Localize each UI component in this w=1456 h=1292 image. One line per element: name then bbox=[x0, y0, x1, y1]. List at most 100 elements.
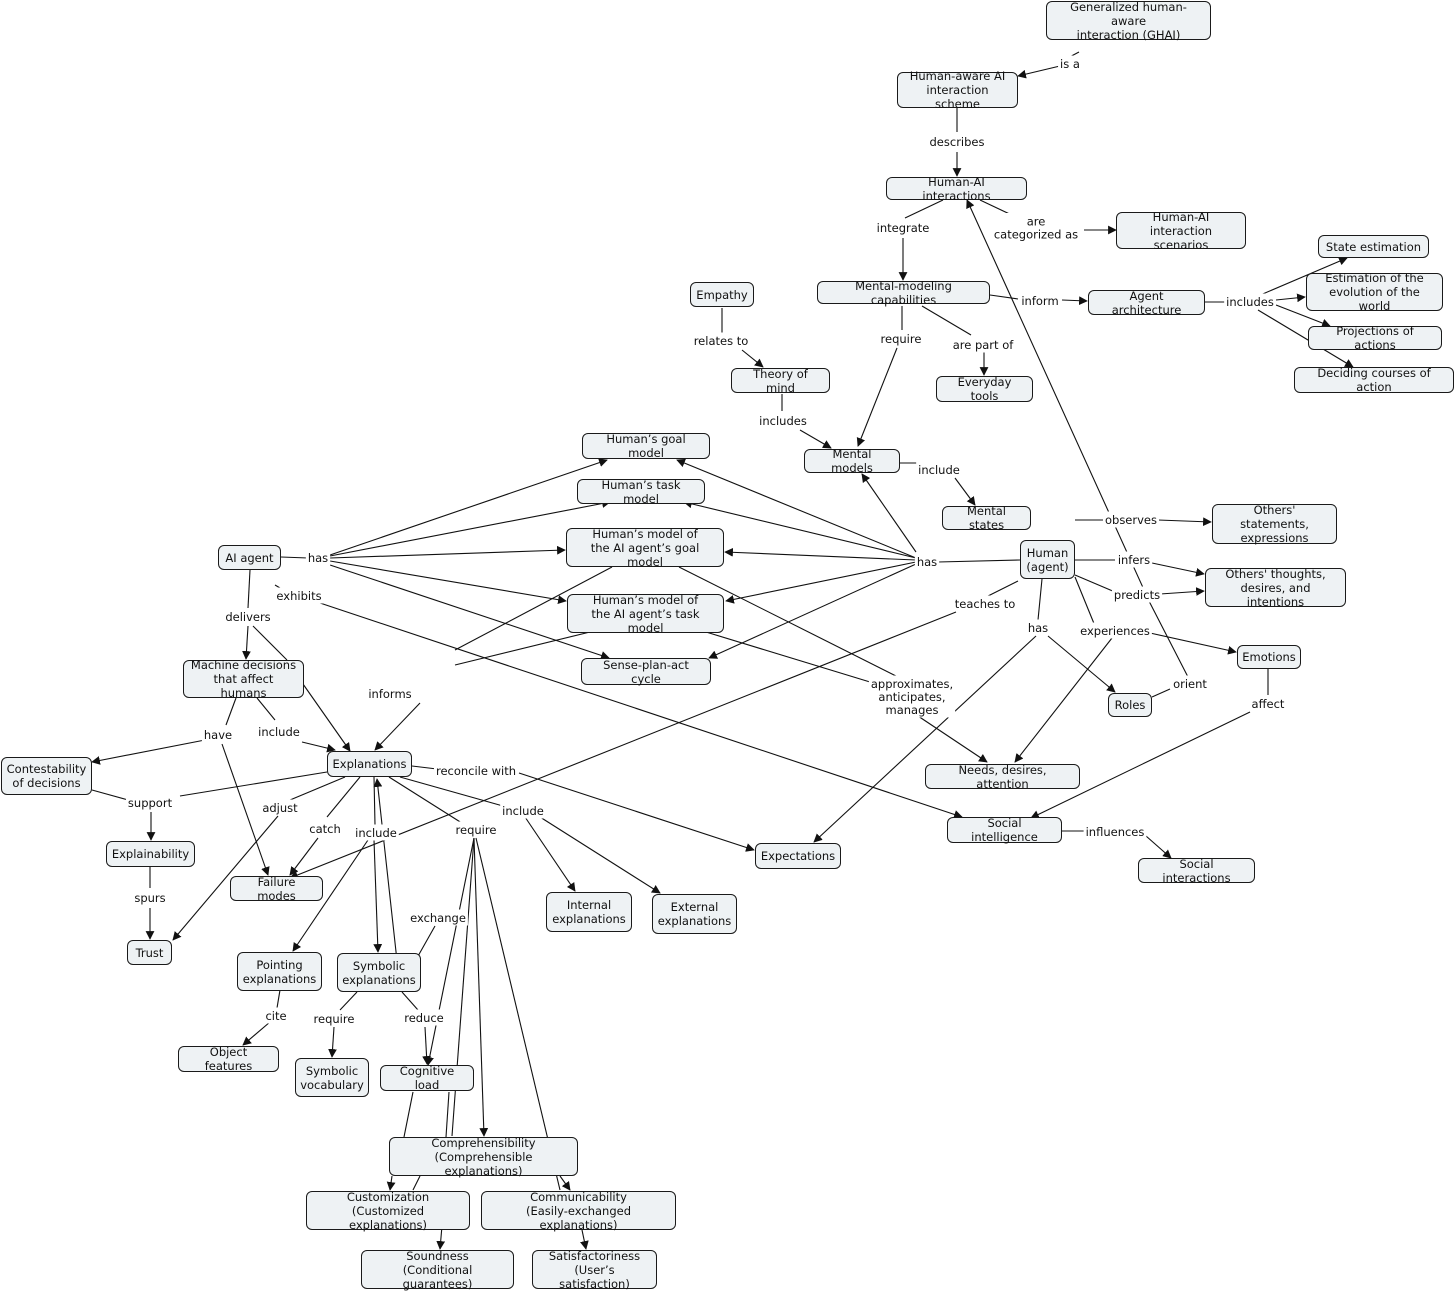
node-failure-modes[interactable]: Failure modes bbox=[230, 875, 323, 903]
edge-label-exhibits: exhibits bbox=[276, 589, 321, 603]
edge-label-bg bbox=[878, 330, 924, 347]
node-contestability[interactable]: Contestability of decisions bbox=[1, 757, 92, 795]
node-satisfactoriness[interactable]: Satisfactoriness (User’s satisfaction) bbox=[532, 1249, 657, 1291]
edge-line bbox=[374, 702, 421, 751]
edge-label-has-human: has bbox=[917, 555, 937, 569]
node-human-ai-interactions[interactable]: Human-AI interactions bbox=[886, 175, 1027, 203]
node-machine-decisions[interactable]: Machine decisions that affect humans bbox=[183, 658, 304, 700]
node-social-interactions[interactable]: Social interactions bbox=[1138, 857, 1255, 885]
edge-line bbox=[399, 776, 504, 807]
node-others-thoughts[interactable]: Others' thoughts, desires, and intention… bbox=[1205, 567, 1346, 609]
node-pointing-explanations[interactable]: Pointing explanations bbox=[237, 952, 322, 991]
node-social-intelligence[interactable]: Social intelligence bbox=[947, 816, 1062, 844]
edge-label-bg bbox=[914, 553, 940, 570]
node-estimation-of-evolution[interactable]: Estimation of the evolution of the world bbox=[1306, 271, 1443, 313]
node-communicability[interactable]: Communicability (Easily-exchanged explan… bbox=[481, 1190, 676, 1232]
edge-line bbox=[301, 741, 336, 753]
node-explainability[interactable]: Explainability bbox=[106, 841, 195, 867]
edge-label-bg bbox=[1171, 675, 1210, 692]
edge-line bbox=[676, 458, 917, 559]
edge-label-bg bbox=[274, 587, 324, 604]
edge-line bbox=[329, 560, 567, 605]
edge-line bbox=[705, 631, 871, 683]
node-humans-task-model[interactable]: Human’s task model bbox=[577, 478, 705, 506]
edge-line bbox=[937, 559, 1021, 563]
node-others-statements[interactable]: Others' statements, expressions bbox=[1212, 503, 1337, 545]
edge-line bbox=[559, 1175, 571, 1191]
node-mental-modeling-capabilities[interactable]: Mental-modeling capabilities bbox=[817, 279, 990, 307]
edge-line bbox=[1145, 835, 1172, 859]
edge-line bbox=[329, 458, 608, 556]
node-everyday-tools[interactable]: Everyday tools bbox=[936, 375, 1033, 403]
node-ghai[interactable]: Generalized human-aware interaction (GHA… bbox=[1046, 0, 1211, 42]
edge-line bbox=[179, 771, 328, 797]
node-roles[interactable]: Roles bbox=[1108, 693, 1152, 717]
edge-label-bg bbox=[453, 821, 499, 838]
edge-line bbox=[329, 564, 610, 660]
edge-label-inform: inform bbox=[1021, 294, 1058, 308]
node-expectations[interactable]: Expectations bbox=[755, 843, 841, 869]
edge-line bbox=[401, 991, 419, 1011]
node-explanations[interactable]: Explanations bbox=[327, 751, 412, 777]
edge-line bbox=[724, 547, 917, 561]
node-agent-architecture[interactable]: Agent architecture bbox=[1088, 289, 1205, 317]
edge-label-teaches-to: teaches to bbox=[955, 597, 1016, 611]
node-comprehensibility[interactable]: Comprehensibility (Comprehensible explan… bbox=[389, 1136, 578, 1178]
node-state-estimation[interactable]: State estimation bbox=[1318, 235, 1429, 258]
edge-label-require-mm: require bbox=[881, 332, 922, 346]
edge-line bbox=[403, 1091, 414, 1138]
node-symbolic-explanations[interactable]: Symbolic explanations bbox=[337, 953, 421, 992]
edge-line bbox=[966, 199, 1189, 678]
edge-line bbox=[326, 776, 361, 818]
edge-line bbox=[276, 989, 281, 1009]
node-projections-of-actions[interactable]: Projections of actions bbox=[1308, 324, 1442, 352]
node-theory-of-mind[interactable]: Theory of mind bbox=[731, 367, 830, 395]
node-ai-agent[interactable]: AI agent bbox=[218, 545, 281, 570]
edge-line bbox=[1157, 517, 1212, 527]
node-model-of-ai-goal-model[interactable]: Human’s model of the AI agent’s goal mod… bbox=[566, 527, 724, 569]
edge-label-bg bbox=[952, 595, 1018, 612]
node-empathy[interactable]: Empathy bbox=[690, 282, 754, 307]
edge-label-bg bbox=[311, 1010, 357, 1027]
node-external-explanations[interactable]: External explanations bbox=[652, 894, 737, 934]
node-humans-goal-model[interactable]: Human’s goal model bbox=[582, 432, 710, 460]
edge-label-delivers: delivers bbox=[225, 610, 270, 624]
edge-line bbox=[373, 839, 383, 953]
edge-line bbox=[1047, 635, 1116, 693]
node-customization[interactable]: Customization (Customized explanations) bbox=[306, 1190, 470, 1232]
edge-line bbox=[1275, 293, 1306, 303]
edge-label-bg bbox=[916, 461, 962, 478]
edge-line bbox=[1061, 296, 1088, 306]
edge-label-bg bbox=[868, 675, 956, 718]
node-human-ai-interaction-scenarios[interactable]: Human-AI interaction scenarios bbox=[1116, 210, 1246, 252]
edge-label-approximates: approximates,anticipates,manages bbox=[871, 677, 953, 717]
node-sense-plan-act-cycle[interactable]: Sense-plan-act cycle bbox=[581, 658, 711, 686]
edge-line bbox=[386, 1175, 396, 1191]
node-trust[interactable]: Trust bbox=[127, 940, 172, 965]
node-model-of-ai-task-model[interactable]: Human’s model of the AI agent’s task mod… bbox=[567, 593, 724, 635]
edge-line bbox=[683, 499, 917, 559]
edge-label-part-of: are part of bbox=[953, 338, 1015, 352]
edge-label-catch: catch bbox=[309, 822, 341, 836]
edge-line bbox=[741, 349, 764, 368]
node-cognitive-load[interactable]: Cognitive load bbox=[380, 1064, 474, 1092]
node-human-agent[interactable]: Human (agent) bbox=[1020, 540, 1075, 579]
edge-line bbox=[221, 743, 270, 876]
node-human-aware-ai-interaction-scheme[interactable]: Human-aware AI interaction scheme bbox=[897, 69, 1018, 111]
edge-line bbox=[242, 625, 251, 660]
node-deciding-courses-of-action[interactable]: Deciding courses of action bbox=[1294, 366, 1454, 394]
edge-line bbox=[1030, 711, 1251, 819]
node-mental-states[interactable]: Mental states bbox=[942, 504, 1031, 532]
node-soundness[interactable]: Soundness (Conditional guarantees) bbox=[361, 1249, 514, 1291]
node-object-features[interactable]: Object features bbox=[178, 1045, 279, 1073]
node-internal-explanations[interactable]: Internal explanations bbox=[546, 892, 632, 932]
edge-line bbox=[91, 739, 206, 765]
edge-label-experiences: experiences bbox=[1080, 624, 1150, 638]
node-emotions[interactable]: Emotions bbox=[1237, 645, 1301, 669]
edge-label-bg bbox=[927, 133, 987, 150]
node-symbolic-vocabulary[interactable]: Symbolic vocabulary bbox=[295, 1058, 369, 1097]
node-needs-desires-attention[interactable]: Needs, desires, attention bbox=[925, 763, 1080, 791]
edge-label-bg bbox=[125, 794, 175, 811]
node-mental-models[interactable]: Mental models bbox=[804, 447, 900, 475]
